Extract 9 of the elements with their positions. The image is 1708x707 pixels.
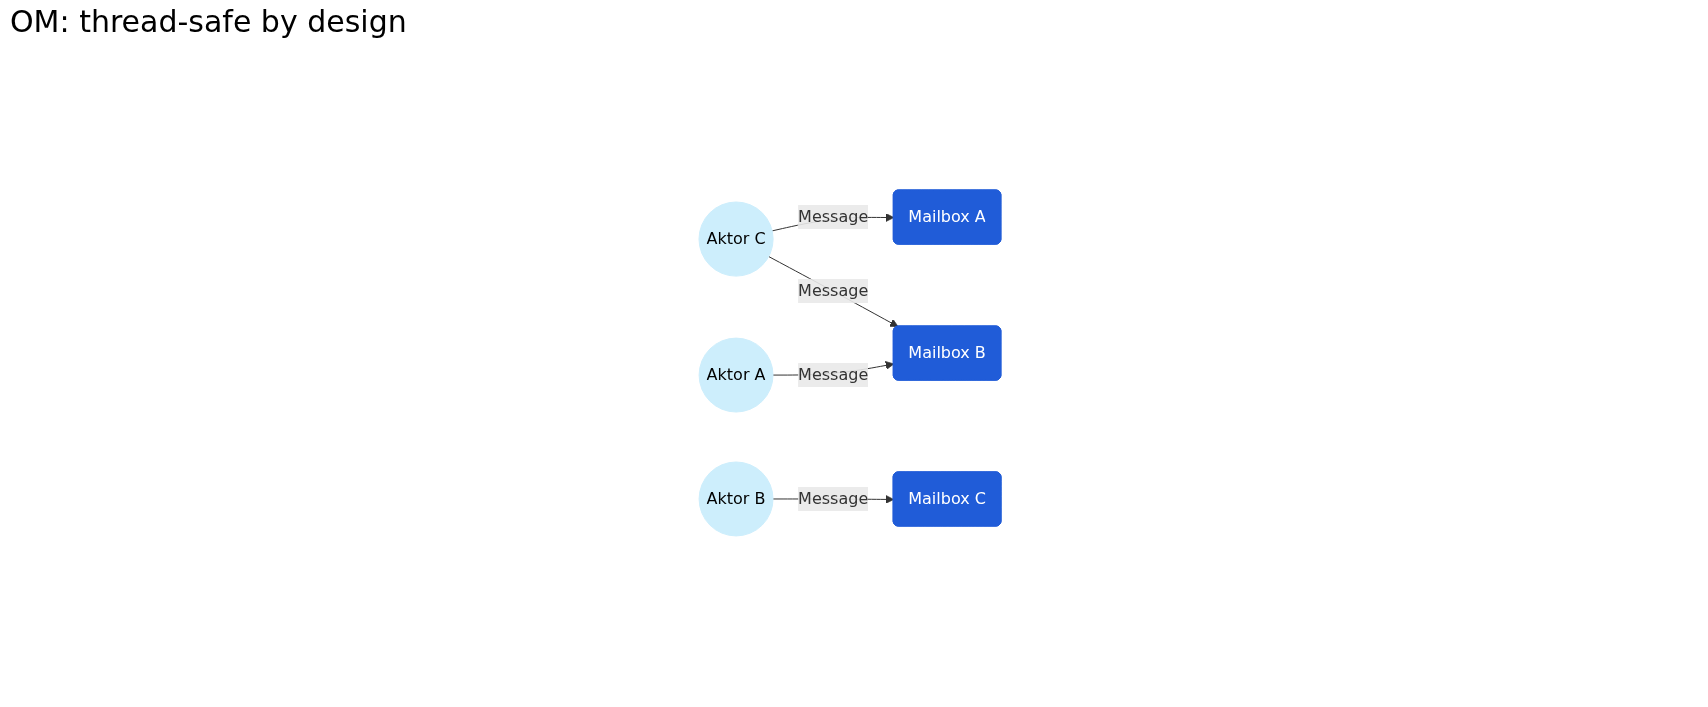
node-circle: Aktor B [698,461,774,537]
edge-label: Message [798,488,869,508]
edge-label: Message [798,365,869,385]
arrow [768,256,899,328]
node-circle: Aktor A [698,337,774,413]
edge-label: Message [798,281,869,301]
node-circle: Aktor C [698,201,774,277]
diagram-title: OM: thread-safe by design [10,4,408,39]
edge-label: Message [798,207,869,227]
